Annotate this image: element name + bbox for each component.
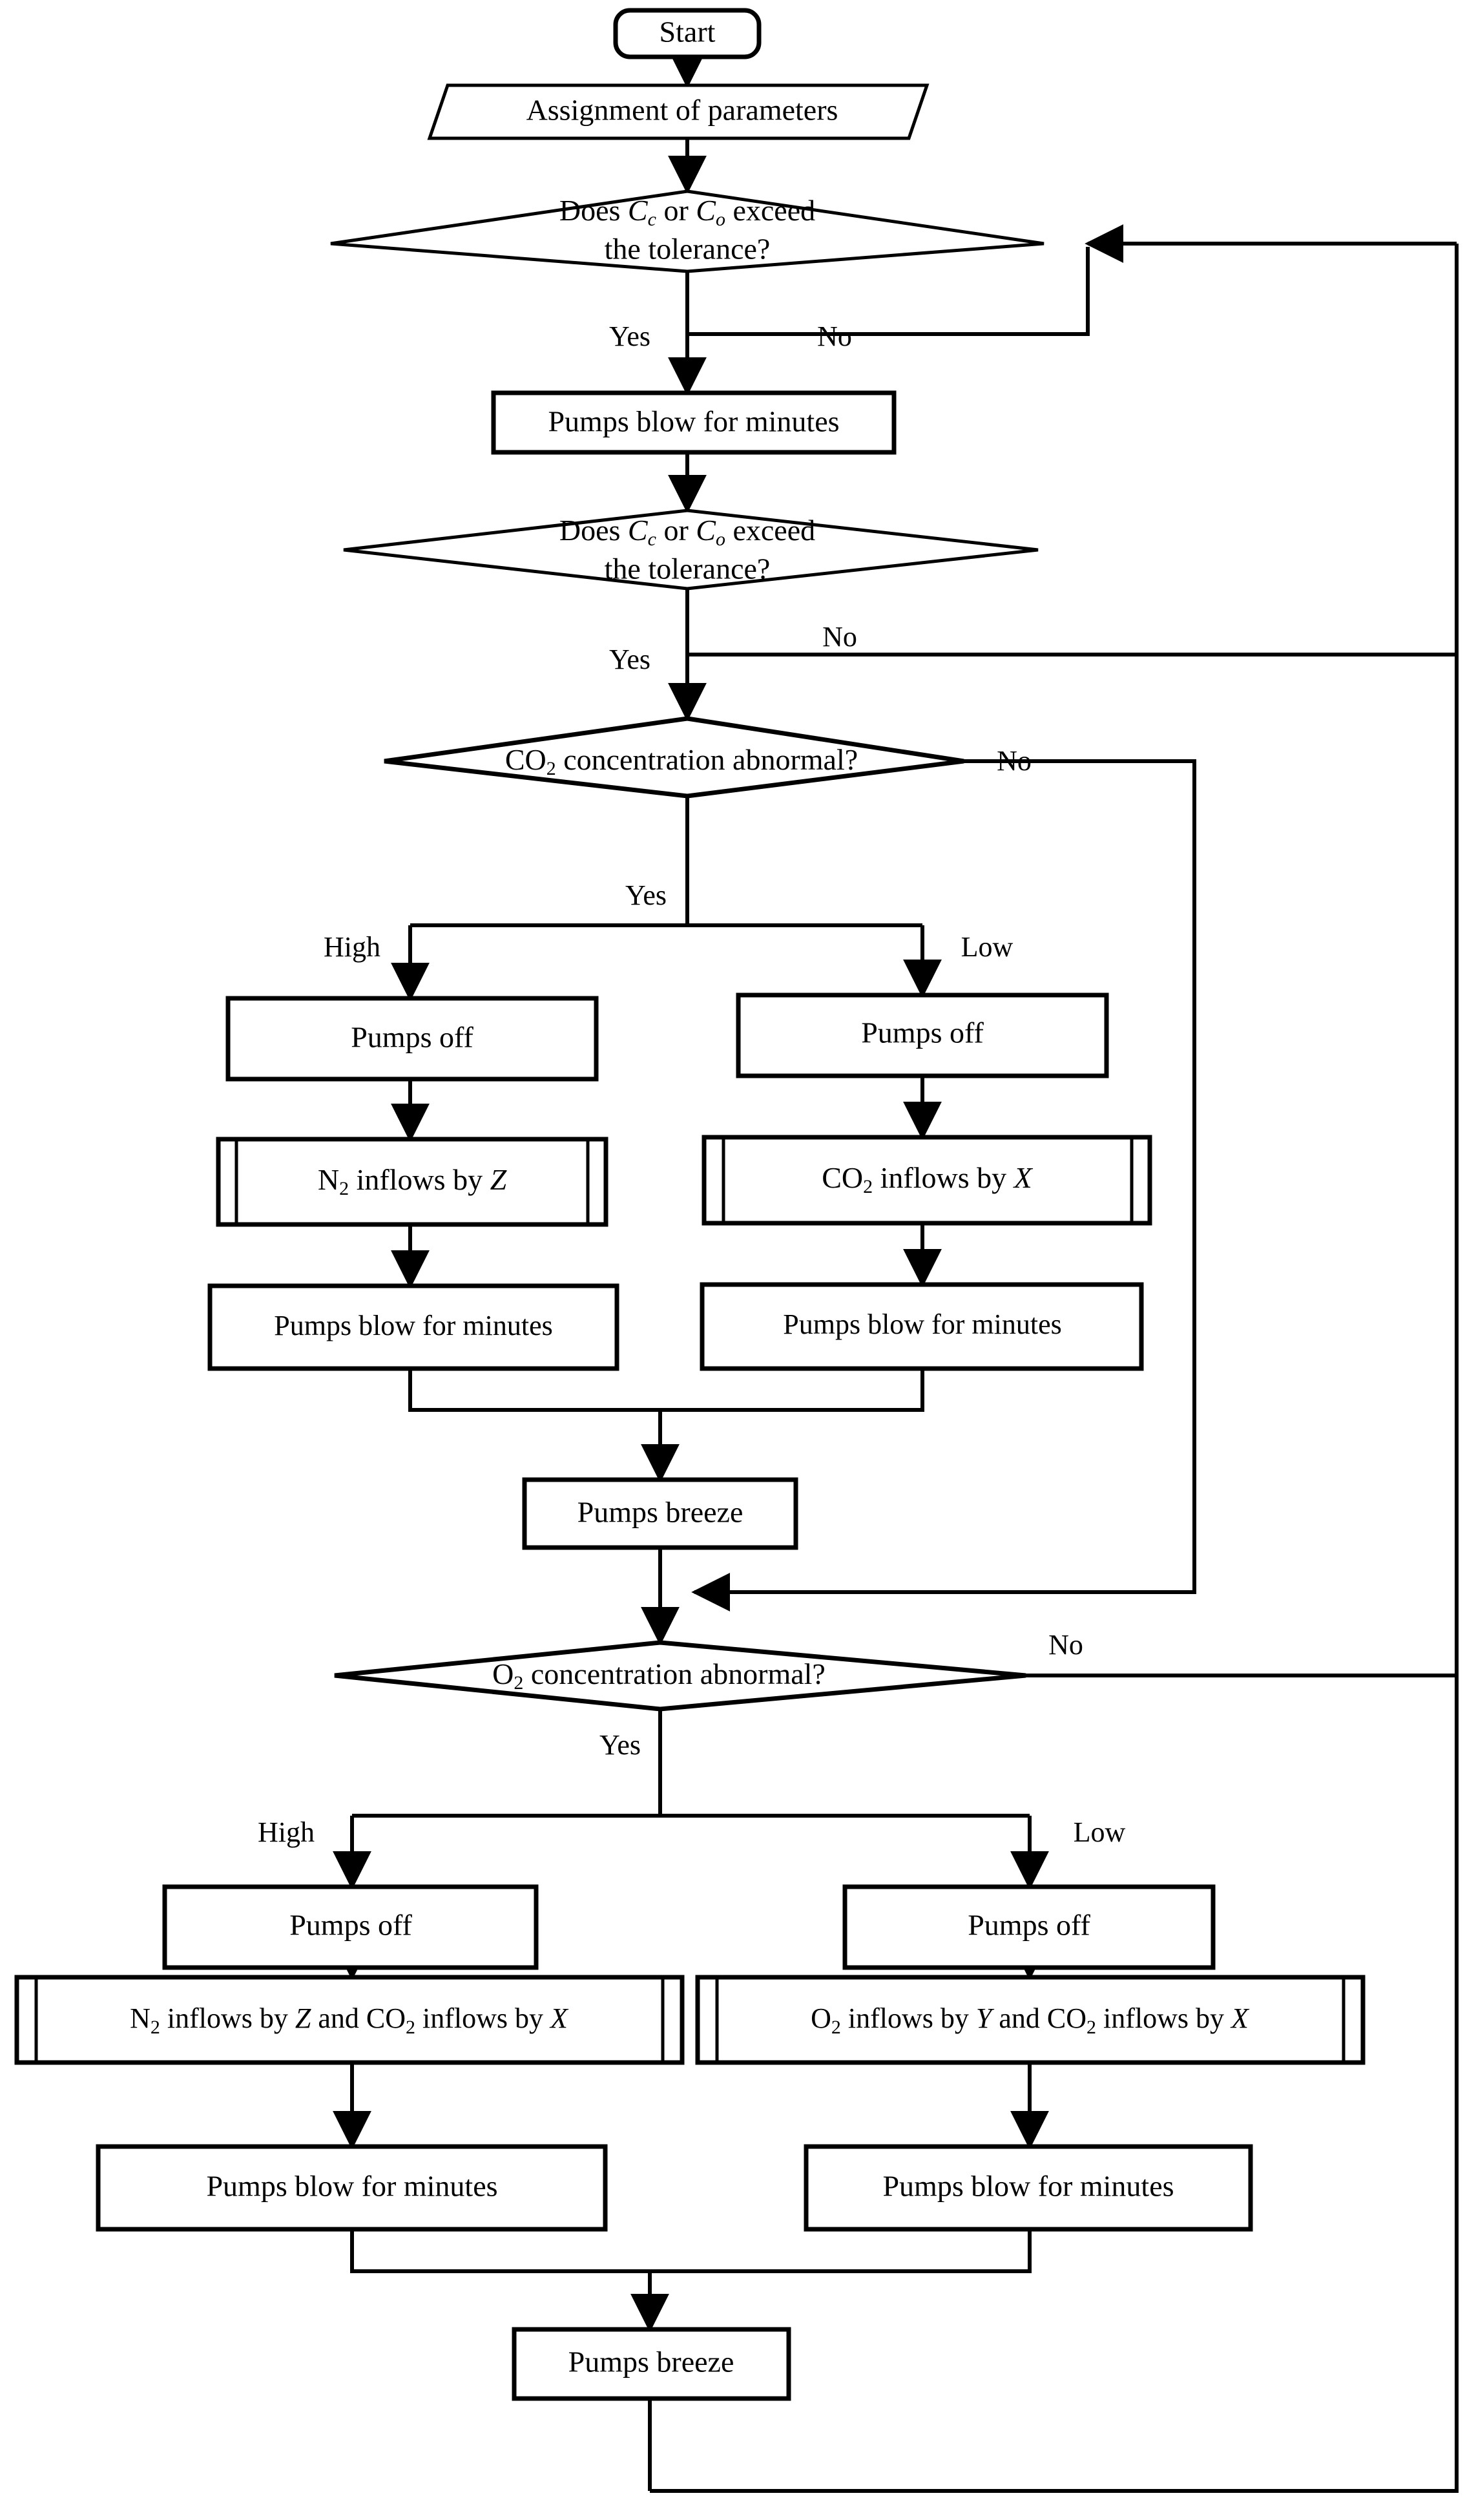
edge-label-decision2-no: No [822, 621, 857, 653]
pumps-breeze-2-shape [512, 2327, 791, 2401]
node-o2-and-co2-inflows[interactable]: O2 inflows by Y and CO2 inflows by X [695, 1975, 1366, 2065]
node-co2-low-pumps-blow[interactable]: Pumps blow for minutes [700, 1282, 1144, 1371]
pumps-blow-1-shape [491, 390, 897, 455]
n2-inflows-shape [216, 1137, 608, 1227]
node-o2-high-pumps-blow[interactable]: Pumps blow for minutes [96, 2144, 608, 2232]
co2-inflows-label: CO2 inflows by X [822, 1161, 1033, 1197]
o2-high-pumps-off-label: Pumps off [289, 1909, 412, 1942]
node-decision-o2-abnormal[interactable]: O2 concentration abnormal? [334, 1640, 1026, 1712]
start-label: Start [660, 16, 716, 48]
co2-inflows-shape [702, 1135, 1152, 1226]
pumps-breeze-2-label: Pumps breeze [568, 2346, 734, 2378]
edge-label-decision2-yes: Yes [609, 644, 650, 675]
co2-decision-shape [384, 716, 964, 799]
o2-co2-inflows-shape [695, 1975, 1366, 2065]
edge-label-decision1-no: No [817, 320, 852, 352]
node-co2-inflows-by-x[interactable]: CO2 inflows by X [702, 1135, 1152, 1226]
co2-low-pumps-off-shape [736, 992, 1109, 1078]
co2-high-pumps-off-shape [225, 996, 599, 1082]
node-pumps-breeze-1[interactable]: Pumps breeze [522, 1477, 798, 1550]
co2-low-blow-label: Pumps blow for minutes [783, 1308, 1061, 1340]
node-n2-and-co2-inflows[interactable]: N2 inflows by Z and CO2 inflows by X [14, 1975, 685, 2065]
co2-low-pumps-off-label: Pumps off [861, 1016, 984, 1049]
node-co2-high-pumps-blow[interactable]: Pumps blow for minutes [207, 1283, 619, 1371]
node-o2-low-pumps-off[interactable]: Pumps off [842, 1884, 1216, 1970]
co2-low-blow-shape [700, 1282, 1144, 1371]
co2-high-blow-label: Pumps blow for minutes [274, 1310, 552, 1341]
edge-label-o2-low: Low [1074, 1816, 1126, 1848]
node-decision-cc-co-tolerance-2[interactable]: Does Cc or Co exceed the tolerance? [343, 509, 1039, 591]
pumps-breeze-1-label: Pumps breeze [577, 1496, 743, 1529]
n2-co2-inflows-label: N2 inflows by Z and CO2 inflows by X [130, 2002, 569, 2038]
edge-co2-no-return [691, 759, 1196, 1612]
co2-high-pumps-off-label: Pumps off [351, 1021, 473, 1054]
o2-decision-label: O2 concentration abnormal? [492, 1657, 826, 1694]
o2-high-pumps-off-shape [162, 1884, 539, 1970]
edge-label-decision1-yes: Yes [609, 320, 650, 352]
edge-global-return-bus [650, 244, 1459, 2493]
edge-label-o2-no: No [1048, 1629, 1083, 1661]
edge-o2-merge [350, 2229, 1032, 2273]
o2-co2-inflows-label: O2 inflows by Y and CO2 inflows by X [811, 2002, 1250, 2038]
node-o2-high-pumps-off[interactable]: Pumps off [162, 1884, 539, 1970]
edge-label-o2-yes: Yes [599, 1729, 641, 1761]
o2-decision-shape [334, 1640, 1026, 1712]
decision2-line2: the tolerance? [605, 552, 771, 585]
o2-high-blow-shape [96, 2144, 608, 2232]
node-start[interactable]: Start [613, 8, 762, 59]
o2-low-blow-shape [804, 2144, 1253, 2232]
node-o2-low-pumps-blow[interactable]: Pumps blow for minutes [804, 2144, 1253, 2232]
edge-decision1-no-path [687, 247, 1090, 336]
edge-label-o2-high: High [258, 1816, 315, 1848]
node-co2-low-pumps-off[interactable]: Pumps off [736, 992, 1109, 1078]
n2-co2-inflows-shape [14, 1975, 685, 2065]
node-decision-cc-co-tolerance-1[interactable]: Does Cc or Co exceed the tolerance? [330, 189, 1045, 273]
pumps-breeze-1-shape [522, 1477, 798, 1550]
node-pumps-blow-1[interactable]: Pumps blow for minutes [491, 390, 897, 455]
decision2-line1: Does Cc or Co exceed [559, 514, 815, 550]
edge-label-co2-no: No [997, 745, 1032, 777]
co2-decision-label: CO2 concentration abnormal? [505, 743, 858, 779]
edge-co2-merge [408, 1369, 924, 1412]
decision1-line2: the tolerance? [605, 233, 771, 266]
node-decision-co2-abnormal[interactable]: CO2 concentration abnormal? [384, 716, 964, 799]
edge-label-co2-low: Low [961, 931, 1013, 963]
node-pumps-breeze-2[interactable]: Pumps breeze [512, 2327, 791, 2401]
n2-inflows-label: N2 inflows by Z [318, 1163, 507, 1199]
node-n2-inflows-by-z[interactable]: N2 inflows by Z [216, 1137, 608, 1227]
edge-label-co2-yes: Yes [625, 879, 667, 911]
o2-low-pumps-off-label: Pumps off [968, 1909, 1090, 1942]
pumps-blow-1-label: Pumps blow for minutes [548, 405, 839, 438]
decision1-line1: Does Cc or Co exceed [559, 194, 815, 230]
co2-high-blow-shape [207, 1283, 619, 1371]
edge-label-co2-high: High [324, 931, 380, 963]
assignment-shape [427, 83, 930, 140]
decision2-shape [343, 509, 1039, 591]
o2-high-blow-label: Pumps blow for minutes [206, 2170, 497, 2203]
start-shape [613, 8, 762, 59]
decision1-shape [330, 189, 1045, 273]
node-assignment-of-parameters[interactable]: Assignment of parameters [427, 83, 930, 140]
o2-low-pumps-off-shape [842, 1884, 1216, 1970]
o2-low-blow-label: Pumps blow for minutes [882, 2170, 1174, 2203]
node-co2-high-pumps-off[interactable]: Pumps off [225, 996, 599, 1082]
assignment-label: Assignment of parameters [526, 94, 838, 127]
